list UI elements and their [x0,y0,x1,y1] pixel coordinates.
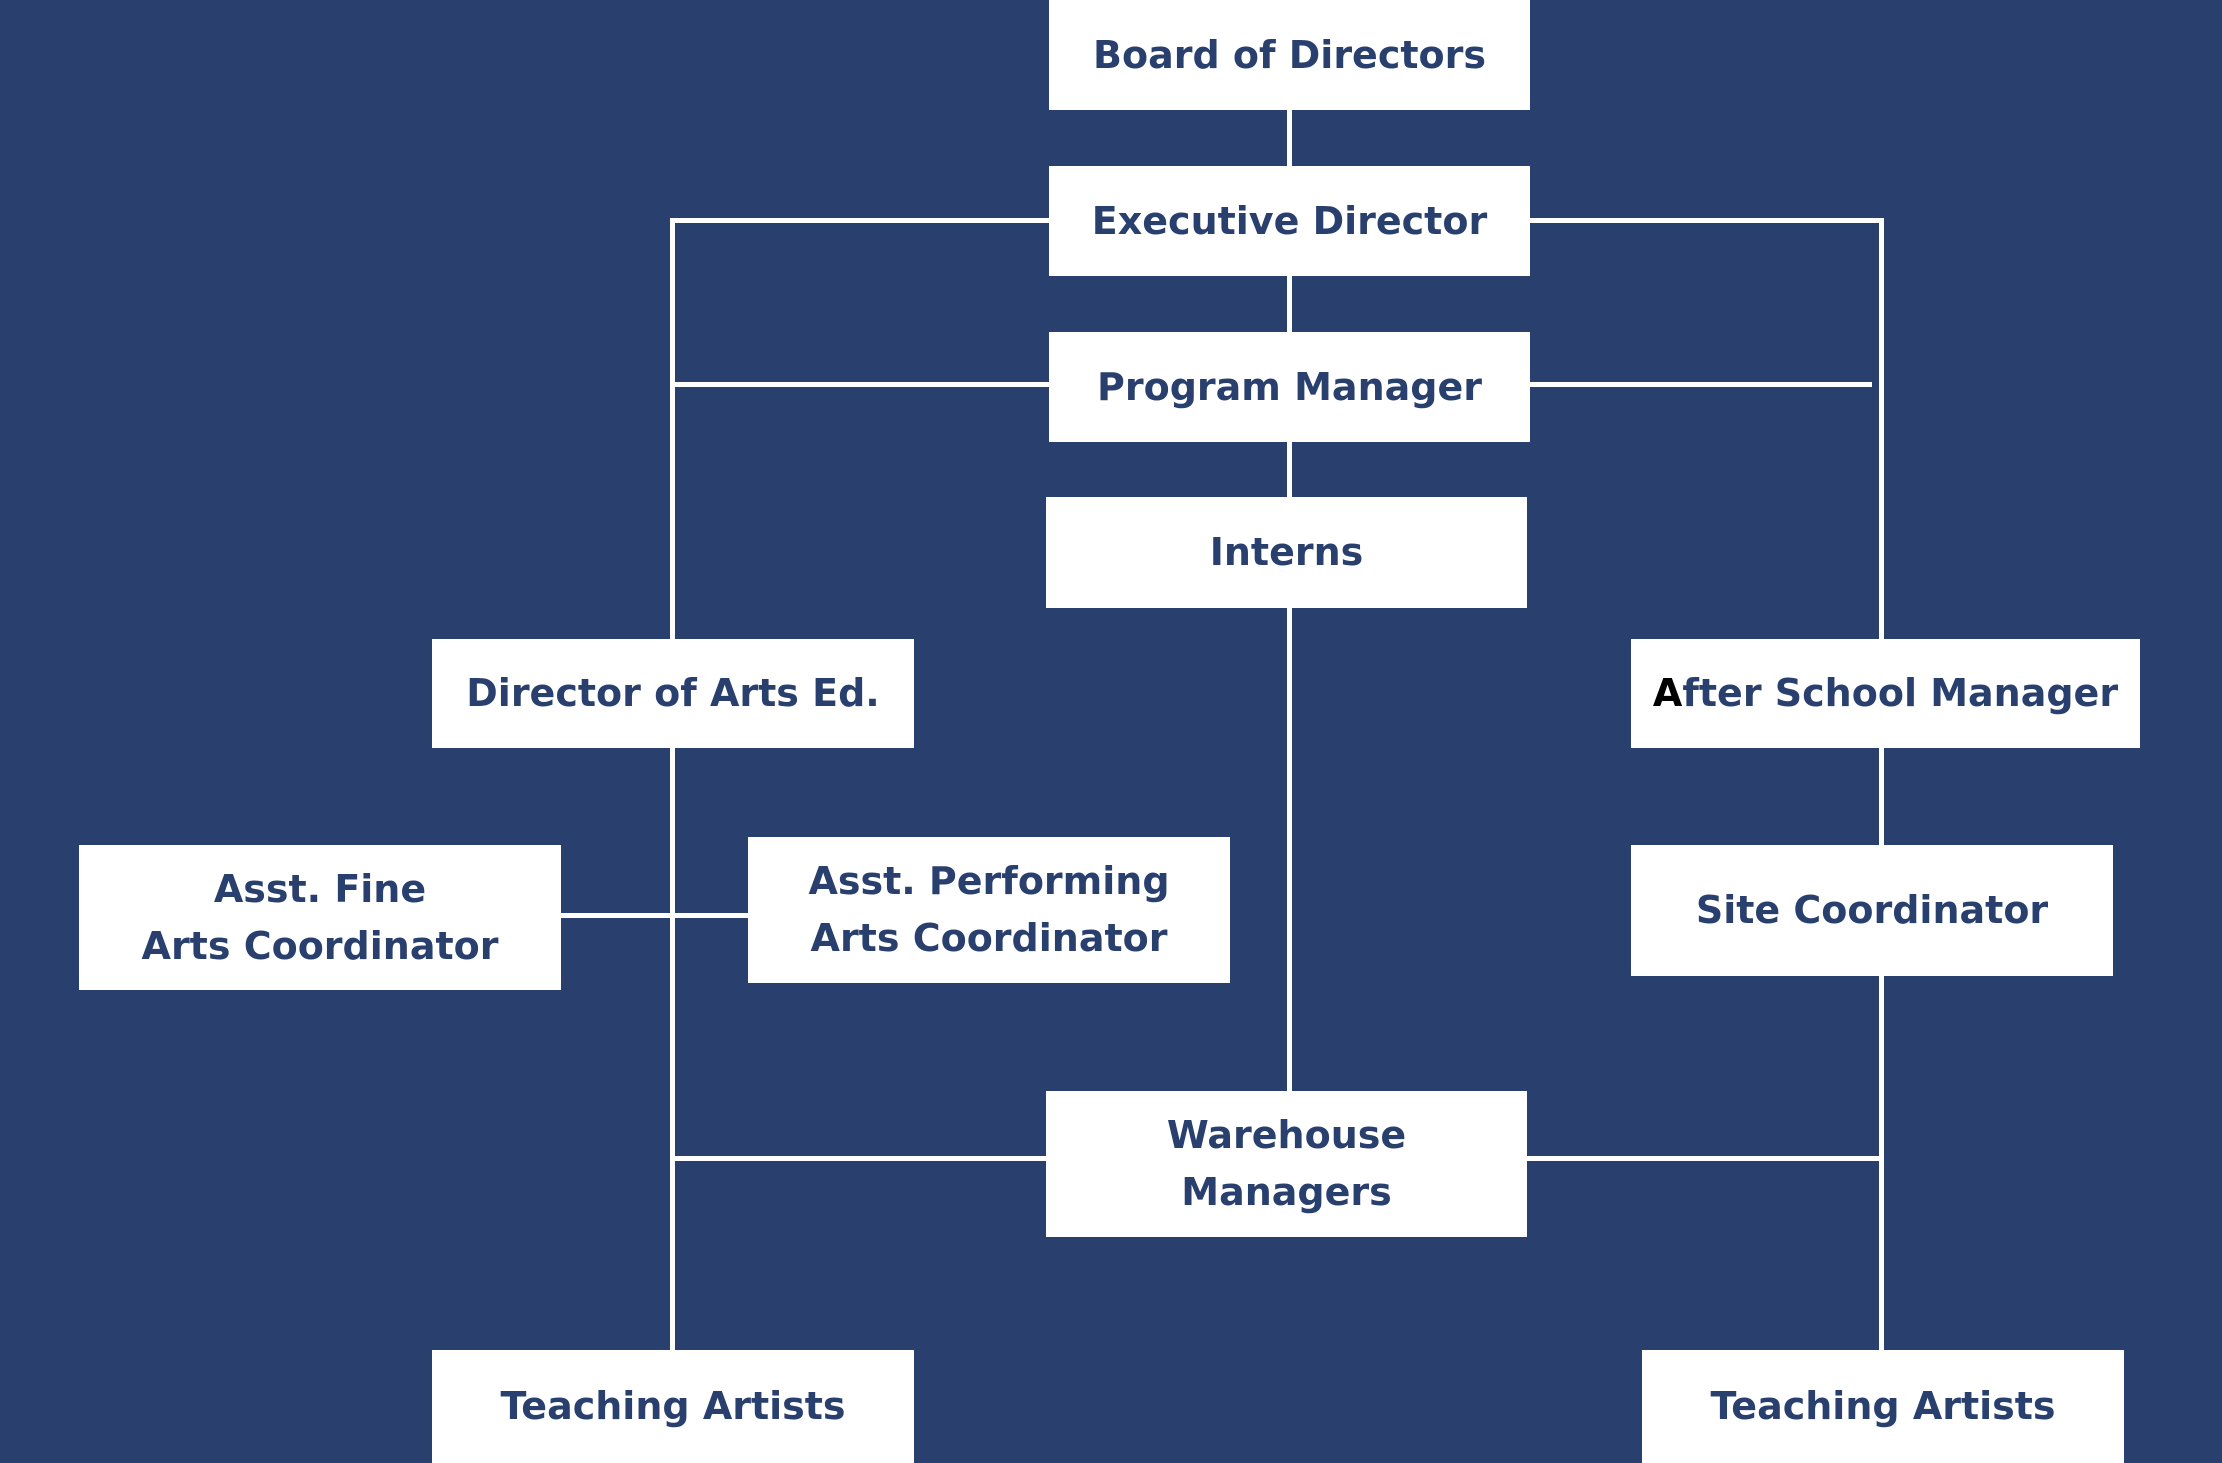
node-teaching-artists-left: Teaching Artists [432,1350,914,1463]
connector-exec-right [1525,218,1884,223]
node-label: Interns [1209,530,1364,574]
node-label-line1: Asst. Performing [808,859,1170,903]
node-label-line1: Warehouse [1166,1113,1407,1157]
node-label-line2: Arts Coordinator [810,916,1168,960]
node-site-coordinator: Site Coordinator [1631,845,2113,976]
node-director-of-arts-ed: Director of Arts Ed. [432,639,914,748]
node-executive-director: Executive Director [1049,166,1530,276]
connector-exec-left [670,218,1055,223]
node-label-line1: Asst. Fine [213,866,427,911]
connector-asst-coordinators [556,913,752,918]
node-board-of-directors: Board of Directors [1049,0,1530,110]
node-teaching-artists-right: Teaching Artists [1642,1350,2124,1463]
connector-program-left [670,382,1055,387]
node-label: Executive Director [1091,198,1488,243]
node-label: Board of Directors [1093,32,1486,77]
node-program-manager: Program Manager [1049,332,1530,442]
node-label-line2: Arts Coordinator [141,923,499,968]
node-label: Teaching Artists [500,1384,846,1428]
node-label: Teaching Artists [1710,1384,2056,1428]
node-label: Director of Arts Ed. [466,671,880,715]
connector-left-trunk [670,218,675,1353]
connector-right-trunk [1879,218,1884,1353]
node-after-school-manager: After School Manager [1631,639,2140,748]
node-label: After School Manager [1653,665,2118,722]
connector-warehouse-left [670,1156,1050,1161]
connector-interns-warehouse [1287,600,1292,1095]
node-label: Site Coordinator [1695,888,2049,932]
node-interns: Interns [1046,497,1527,608]
node-label-initial: A [1652,671,1683,715]
connector-program-right [1525,382,1872,387]
connector-warehouse-right [1522,1156,1884,1161]
connector-center-top [1287,100,1292,500]
node-label: Program Manager [1097,364,1482,409]
node-label-line2: Managers [1181,1170,1392,1214]
node-label-rest: fter School Manager [1682,671,2119,715]
